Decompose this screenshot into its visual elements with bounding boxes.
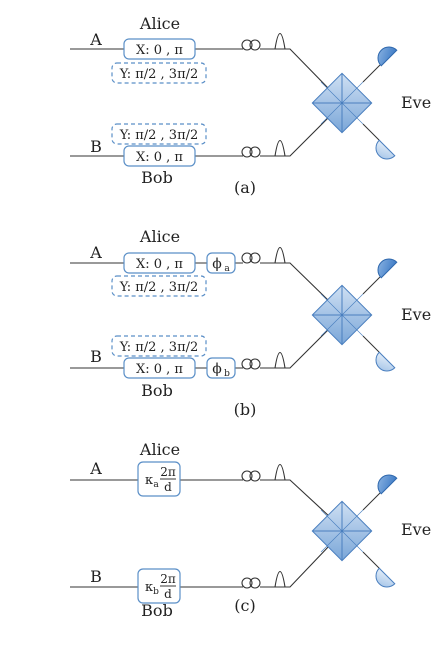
y-basis-text-bottom: Y: π/2 , 3π/2 <box>119 340 199 355</box>
fiber-a <box>70 48 331 91</box>
port-b-label: B <box>90 347 102 366</box>
kappa-box-b <box>137 568 181 604</box>
fiber-b <box>70 327 331 369</box>
y-basis-text-top: Y: π/2 , 3π/2 <box>119 67 199 82</box>
caption-b: (b) <box>234 400 257 419</box>
port-a-label: A <box>89 459 102 478</box>
fiber-b <box>70 544 331 588</box>
phase-box-b <box>206 357 236 379</box>
bob-label: Bob <box>141 168 173 187</box>
fraction-numerator-a: 2π <box>160 465 176 479</box>
x-basis-box-bottom <box>123 357 196 379</box>
pulse-top <box>271 246 289 264</box>
kappa-a-symbol: κ <box>145 473 153 488</box>
kappa-a-subscript: a <box>153 480 159 490</box>
y-basis-box-bottom <box>111 335 207 357</box>
fiber-coil-top <box>241 252 261 264</box>
alice-label: Alice <box>139 440 180 459</box>
caption-a: (a) <box>234 178 256 197</box>
x-basis-text-bottom: X: 0 , π <box>136 362 183 377</box>
y-basis-text-bottom: Y: π/2 , 3π/2 <box>119 128 199 143</box>
x-basis-text-top: X: 0 , π <box>136 43 183 58</box>
eve-label: Eve <box>401 520 431 539</box>
fiber-coil-bottom <box>241 358 261 370</box>
phase-box-a <box>206 252 236 274</box>
y-basis-box-bottom <box>111 123 207 145</box>
panel-a: Alice A X: 0 , π Y: π/2 , 3π/2 Y: π/2 , … <box>70 14 431 197</box>
fiber-b <box>70 115 331 157</box>
beam-splitter-detectors <box>311 41 398 165</box>
kappa-box-a <box>137 461 181 497</box>
fiber-a <box>70 262 331 303</box>
kappa-b-symbol: κ <box>145 580 153 595</box>
alice-label: Alice <box>139 227 180 246</box>
caption-c: (c) <box>234 596 255 615</box>
phase-b-subscript: b <box>224 369 230 379</box>
panel-b: Alice A X: 0 , π ϕ a Y: π/2 , 3π/2 Y: π/… <box>70 227 431 419</box>
port-b-label: B <box>90 137 102 156</box>
pulse-bottom <box>271 351 289 369</box>
phase-a-subscript: a <box>224 264 230 274</box>
phase-b-symbol: ϕ <box>212 361 222 377</box>
fiber-coil-bottom <box>241 146 261 158</box>
fiber-coil-top <box>241 39 261 51</box>
x-basis-text-top: X: 0 , π <box>136 257 183 272</box>
x-basis-box-top <box>123 252 196 274</box>
y-basis-text-top: Y: π/2 , 3π/2 <box>119 280 199 295</box>
port-b-label: B <box>90 567 102 586</box>
pulse-top <box>271 463 289 481</box>
fraction-numerator-b: 2π <box>160 572 176 586</box>
pulse-bottom <box>271 139 289 157</box>
x-basis-box-bottom <box>123 145 196 167</box>
panel-c: Alice A κ a 2π d B κ b 2π d Bob Eve (c) <box>70 440 431 620</box>
fiber-coil-top <box>241 470 261 482</box>
y-basis-box-top <box>111 62 207 84</box>
pulse-bottom <box>271 570 289 588</box>
pulse-top <box>271 32 289 50</box>
phase-a-symbol: ϕ <box>212 256 222 272</box>
fraction-denominator-b: d <box>164 587 172 601</box>
fraction-denominator-a: d <box>164 480 172 494</box>
y-basis-box-top <box>111 275 207 297</box>
eve-label: Eve <box>401 305 431 324</box>
x-basis-box-top <box>123 38 196 60</box>
port-a-label: A <box>89 30 102 49</box>
beam-splitter-detectors <box>311 469 398 593</box>
bob-label: Bob <box>141 601 173 620</box>
kappa-b-subscript: b <box>153 587 159 597</box>
fiber-a <box>70 479 331 518</box>
eve-label: Eve <box>401 93 431 112</box>
bob-label: Bob <box>141 381 173 400</box>
alice-label: Alice <box>139 14 180 33</box>
beam-splitter-detectors <box>311 253 398 377</box>
fiber-coil-bottom <box>241 577 261 589</box>
port-a-label: A <box>89 243 102 262</box>
x-basis-text-bottom: X: 0 , π <box>136 150 183 165</box>
